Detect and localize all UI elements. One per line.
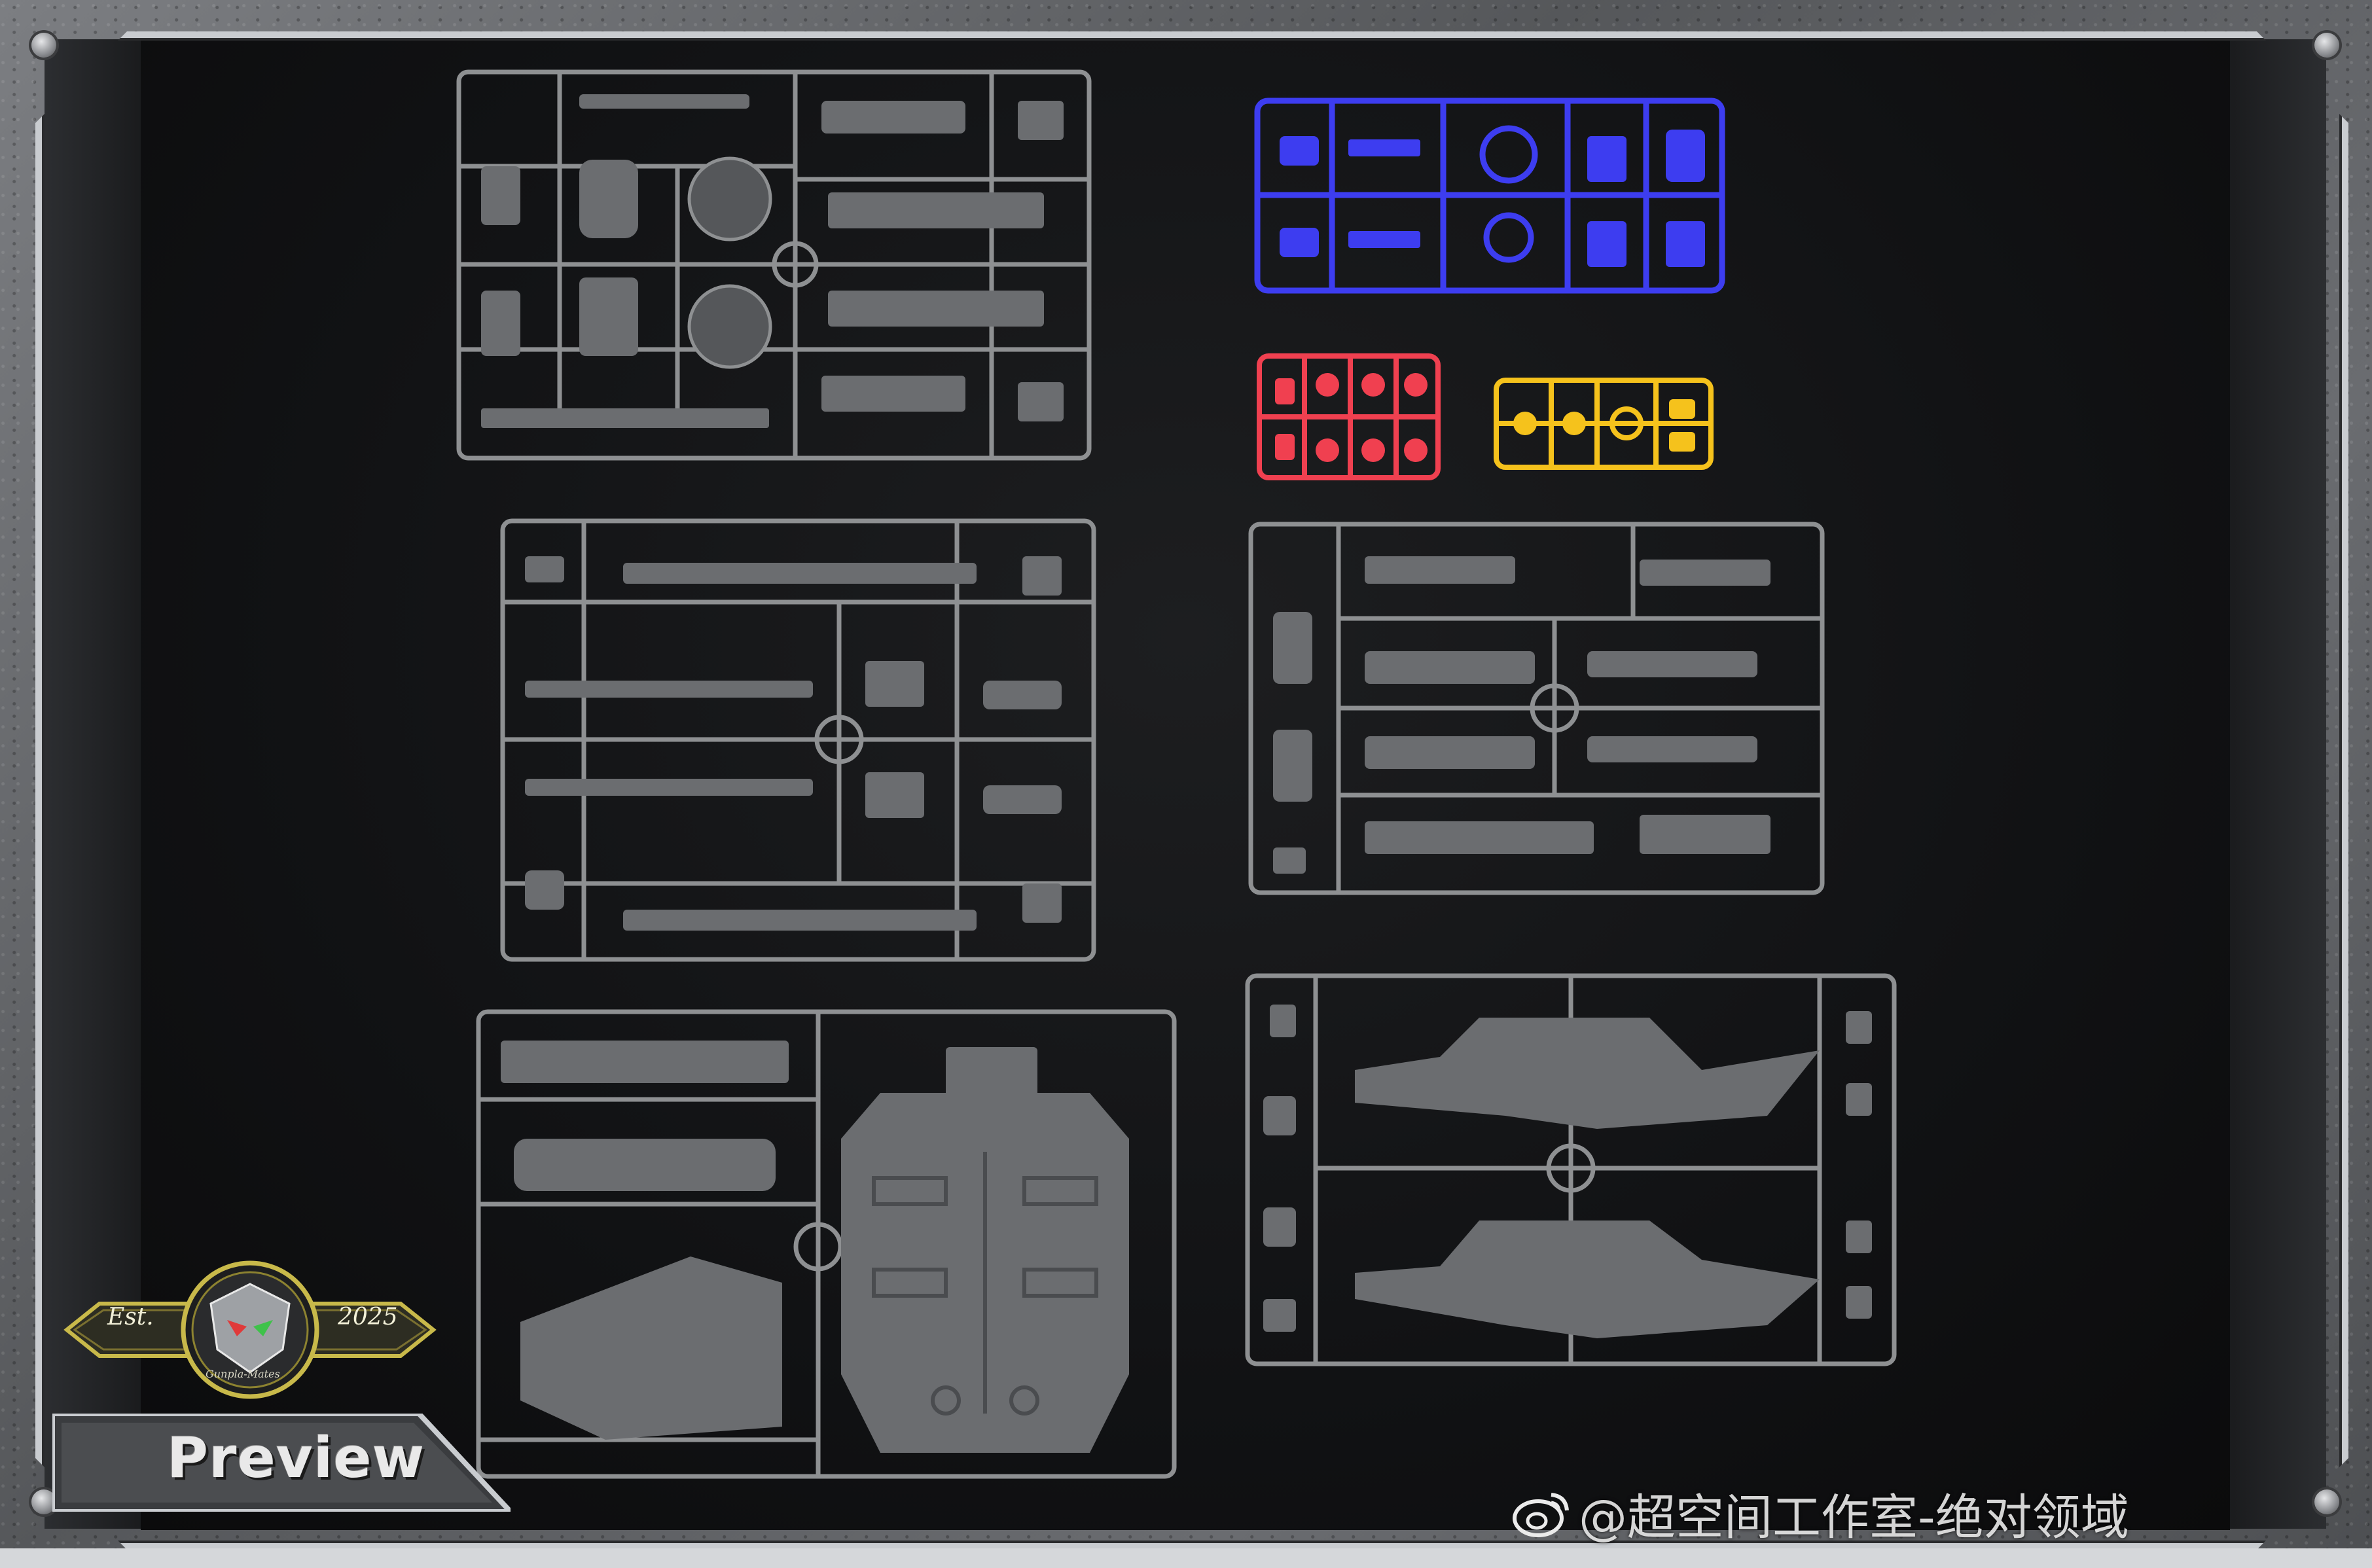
screw-bottom-right <box>2314 1489 2339 1514</box>
preview-label: Preview <box>167 1425 425 1491</box>
preview-tag: Preview <box>52 1414 511 1512</box>
screw-top-right <box>2314 33 2339 58</box>
weibo-icon <box>1513 1493 1569 1537</box>
screw-top-left <box>31 33 56 58</box>
sprue-gray-m <box>475 1008 1178 1480</box>
frame-left-band <box>45 39 143 1529</box>
watermark-text: @超空间工作室-绝对领域 <box>1579 1489 2129 1546</box>
sprue-gray-middle-right <box>1247 520 1826 897</box>
frame-bottom-strip <box>0 1548 2372 1568</box>
badge-year-label: 2025 <box>338 1304 398 1330</box>
badge-est-label: Est. <box>107 1304 154 1330</box>
photo-panel <box>141 41 2230 1530</box>
sprue-gray-top-left <box>455 68 1093 462</box>
sprue-yellow <box>1492 376 1715 471</box>
badge-brand-label: Gunpla-Mates <box>206 1368 280 1380</box>
sprue-red <box>1255 352 1442 482</box>
est-badge: Est. 2025 Gunpla-Mates <box>60 1258 440 1408</box>
frame-inner-border <box>35 31 2348 1550</box>
sprue-blue <box>1253 97 1726 294</box>
sprue-gray-k <box>499 517 1098 963</box>
frame-right-band <box>2228 39 2326 1529</box>
watermark: @超空间工作室-绝对领域 <box>1512 1480 2129 1546</box>
sprue-gray-bottom-right <box>1244 972 1898 1368</box>
